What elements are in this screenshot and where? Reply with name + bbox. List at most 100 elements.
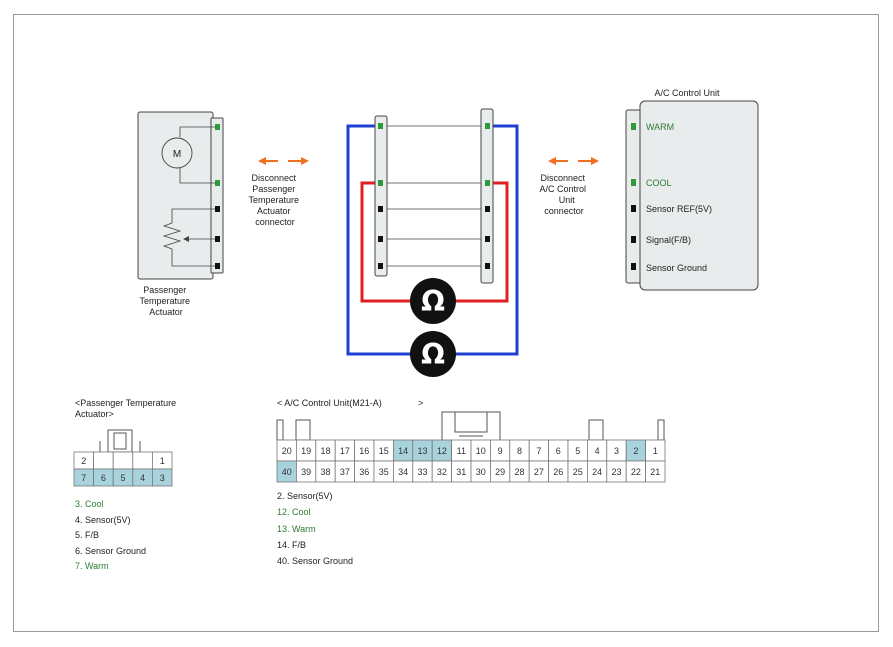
acu-pin-number: 13 [417, 446, 427, 456]
actuator-pin-warm [215, 124, 220, 130]
ohm-symbol: Ω [421, 285, 445, 318]
acu-pin-number: 14 [398, 446, 408, 456]
ohmmeter-icon [410, 278, 456, 324]
test-harness: Ω Ω [346, 108, 519, 377]
acu-connector-title: < A/C Control Unit(M21-A) [277, 398, 382, 409]
legend-item: 6. Sensor Ground [75, 545, 147, 556]
acu-pin-number: 26 [553, 467, 563, 477]
acu-pin-number: 12 [437, 446, 447, 456]
acu-pin-number: 22 [631, 467, 641, 477]
acu-pin-number: 11 [457, 446, 466, 456]
acu-pin-number: 20 [282, 446, 292, 456]
acu-pin-number: 40 [282, 467, 292, 477]
acu-pin-number: 6 [556, 446, 561, 456]
legend-item: 2. Sensor(5V) [277, 491, 333, 501]
acu-pin-number: 38 [320, 467, 330, 477]
harness-strip-left [374, 115, 388, 277]
acu-pin-legend: 2. Sensor(5V) 12. Cool 13. Warm 14. F/B … [277, 488, 353, 569]
actuator-pin-cell [151, 468, 173, 487]
acu-pin-number: 7 [536, 446, 541, 456]
acu-pin-number: 39 [301, 467, 311, 477]
actuator-body: M [137, 111, 224, 280]
actuator-pin-number: 4 [140, 473, 145, 483]
actuator-pin-cell [112, 451, 134, 470]
acu-pin-number: 5 [575, 446, 580, 456]
acu-pin-number: 36 [359, 467, 369, 477]
acu-title: A/C Control Unit [654, 88, 720, 98]
actuator-pin-cell [132, 451, 153, 470]
acu-pin-number: 28 [514, 467, 524, 477]
actuator-pin-cell [93, 451, 114, 470]
acu-body: WARM COOL Sensor REF(5V) Signal(F/B) Sen… [625, 100, 759, 291]
acu-pin-number: 32 [437, 467, 447, 477]
disconnect-actuator-text: Disconnect Passenger Temperature Actuato… [248, 173, 301, 227]
legend-item: 7. Warm [75, 561, 109, 571]
acu-pin-number: 34 [398, 467, 408, 477]
acu-pin-number: 19 [301, 446, 311, 456]
actuator-name: Passenger Temperature Actuator [139, 285, 192, 317]
title-end-text: > [418, 398, 424, 408]
acu-pin-number: 17 [340, 446, 350, 456]
legend-item: 3. Cool [75, 499, 104, 509]
title-line: <Passenger Temperature [75, 398, 177, 408]
actuator-pin-number: 3 [160, 473, 165, 483]
acu-pin-number: 30 [476, 467, 486, 477]
acu-pin-cool: COOL [646, 178, 672, 188]
legend-item: 40. Sensor Ground [277, 556, 354, 567]
acu-connector-title-end: > [418, 398, 423, 409]
legend-item: 13. Warm [277, 523, 316, 534]
actuator-pin [215, 206, 220, 212]
title-text: < A/C Control Unit(M21-A) [277, 398, 382, 408]
acu-pin-number: 29 [495, 467, 505, 477]
acu-pin-number: 24 [592, 467, 602, 477]
actuator-pin [215, 263, 220, 269]
actuator-connector-title: <Passenger Temperature Actuator> [75, 398, 176, 420]
acu-pin-number: 27 [534, 467, 544, 477]
acu-pin-number: 23 [611, 467, 621, 477]
diagram-frame [13, 14, 879, 632]
legend-item: 12. Cool [277, 507, 311, 518]
ohmmeter-icon [410, 331, 456, 377]
disconnect-arrow-right [548, 157, 599, 165]
acu-pin-number: 3 [614, 446, 619, 456]
title-line: Actuator> [75, 409, 114, 419]
acu-pin-number: 21 [650, 467, 660, 477]
legend-item: 5. F/B [75, 530, 100, 540]
acu-pin-sensor-ref: Sensor REF(5V) [646, 204, 712, 214]
harness-strip-right [480, 108, 494, 284]
resistor-icon [162, 222, 182, 250]
actuator-pin-cool [215, 180, 220, 186]
actuator-pin-number: 5 [120, 473, 125, 483]
acu-pin-number: 33 [417, 467, 427, 477]
actuator-pin-number: 6 [101, 473, 106, 483]
acu-pin-number: 35 [379, 467, 389, 477]
ohm-symbol: Ω [421, 338, 445, 371]
acu-pin-sensor-ground: Sensor Ground [646, 263, 707, 273]
acu-pin-number: 1 [653, 446, 658, 456]
actuator-pin [215, 236, 220, 242]
legend-item: 14. F/B [277, 539, 307, 550]
actuator-pin-number: 7 [81, 473, 86, 483]
acu-pin-warm: WARM [646, 122, 674, 132]
actuator-pin-number: 2 [81, 456, 86, 466]
disconnect-acu-text: Disconnect A/C Control Unit connector [539, 173, 588, 216]
acu-pin-number: 15 [379, 446, 389, 456]
motor-icon [161, 137, 193, 169]
disconnect-arrow-left [258, 157, 309, 165]
acu-pin-signal: Signal(F/B) [646, 235, 691, 245]
acu-pin-number: 37 [340, 467, 350, 477]
legend-item: 4. Sensor(5V) [75, 514, 131, 525]
actuator-pin-legend: 3. Cool 4. Sensor(5V) 5. F/B 6. Sensor G… [75, 497, 146, 575]
acu-pin-number: 2 [633, 446, 638, 456]
actuator-pin-number: 1 [160, 456, 165, 466]
acu-pin-number: 16 [359, 446, 369, 456]
acu-pin-number: 10 [476, 446, 486, 456]
actuator-connector-face: 2 1 7 6 5 4 3 [73, 429, 173, 487]
acu-pin-number: 9 [498, 446, 503, 456]
motor-label: M [173, 149, 181, 160]
acu-pin-number: 18 [320, 446, 330, 456]
acu-pin-number: 31 [456, 467, 466, 477]
acu-pin-cell [645, 460, 666, 483]
